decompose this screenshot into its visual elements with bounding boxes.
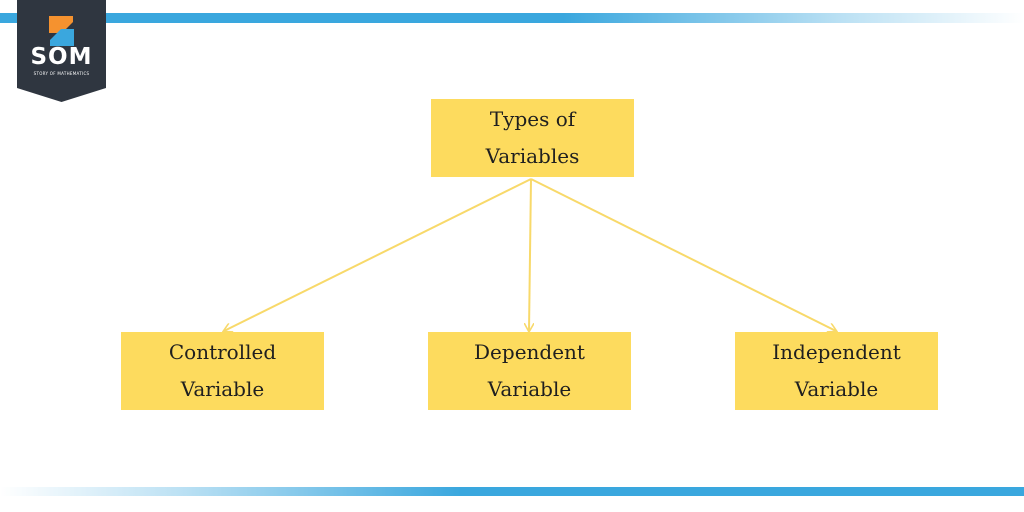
connector-to-dependent (529, 178, 531, 331)
node-controlled-line2: Variable (180, 377, 265, 401)
node-independent-variable: Independent Variable (735, 332, 938, 410)
node-dependent-variable: Dependent Variable (428, 332, 631, 410)
node-types-of-variables: Types of Variables (431, 99, 634, 177)
node-dependent-line2: Variable (487, 377, 572, 401)
connector-to-independent (530, 178, 836, 331)
node-controlled-variable: Controlled Variable (121, 332, 324, 410)
node-independent-line1: Independent (772, 340, 901, 364)
node-controlled-line1: Controlled (168, 340, 277, 364)
logo-badge-icon (17, 0, 106, 102)
node-root-line1: Types of (489, 107, 576, 131)
node-dependent-line1: Dependent (474, 340, 585, 364)
logo-brand-text: SOM (30, 44, 93, 70)
top-accent-bar (0, 13, 1024, 23)
logo-tagline: STORY OF MATHEMATICS (33, 71, 90, 76)
node-independent-line2: Variable (794, 377, 879, 401)
som-logo: SOM STORY OF MATHEMATICS (17, 0, 106, 102)
bottom-accent-bar (0, 487, 1024, 496)
connector-to-controlled (224, 178, 532, 331)
node-root-line2: Variables (485, 144, 580, 168)
